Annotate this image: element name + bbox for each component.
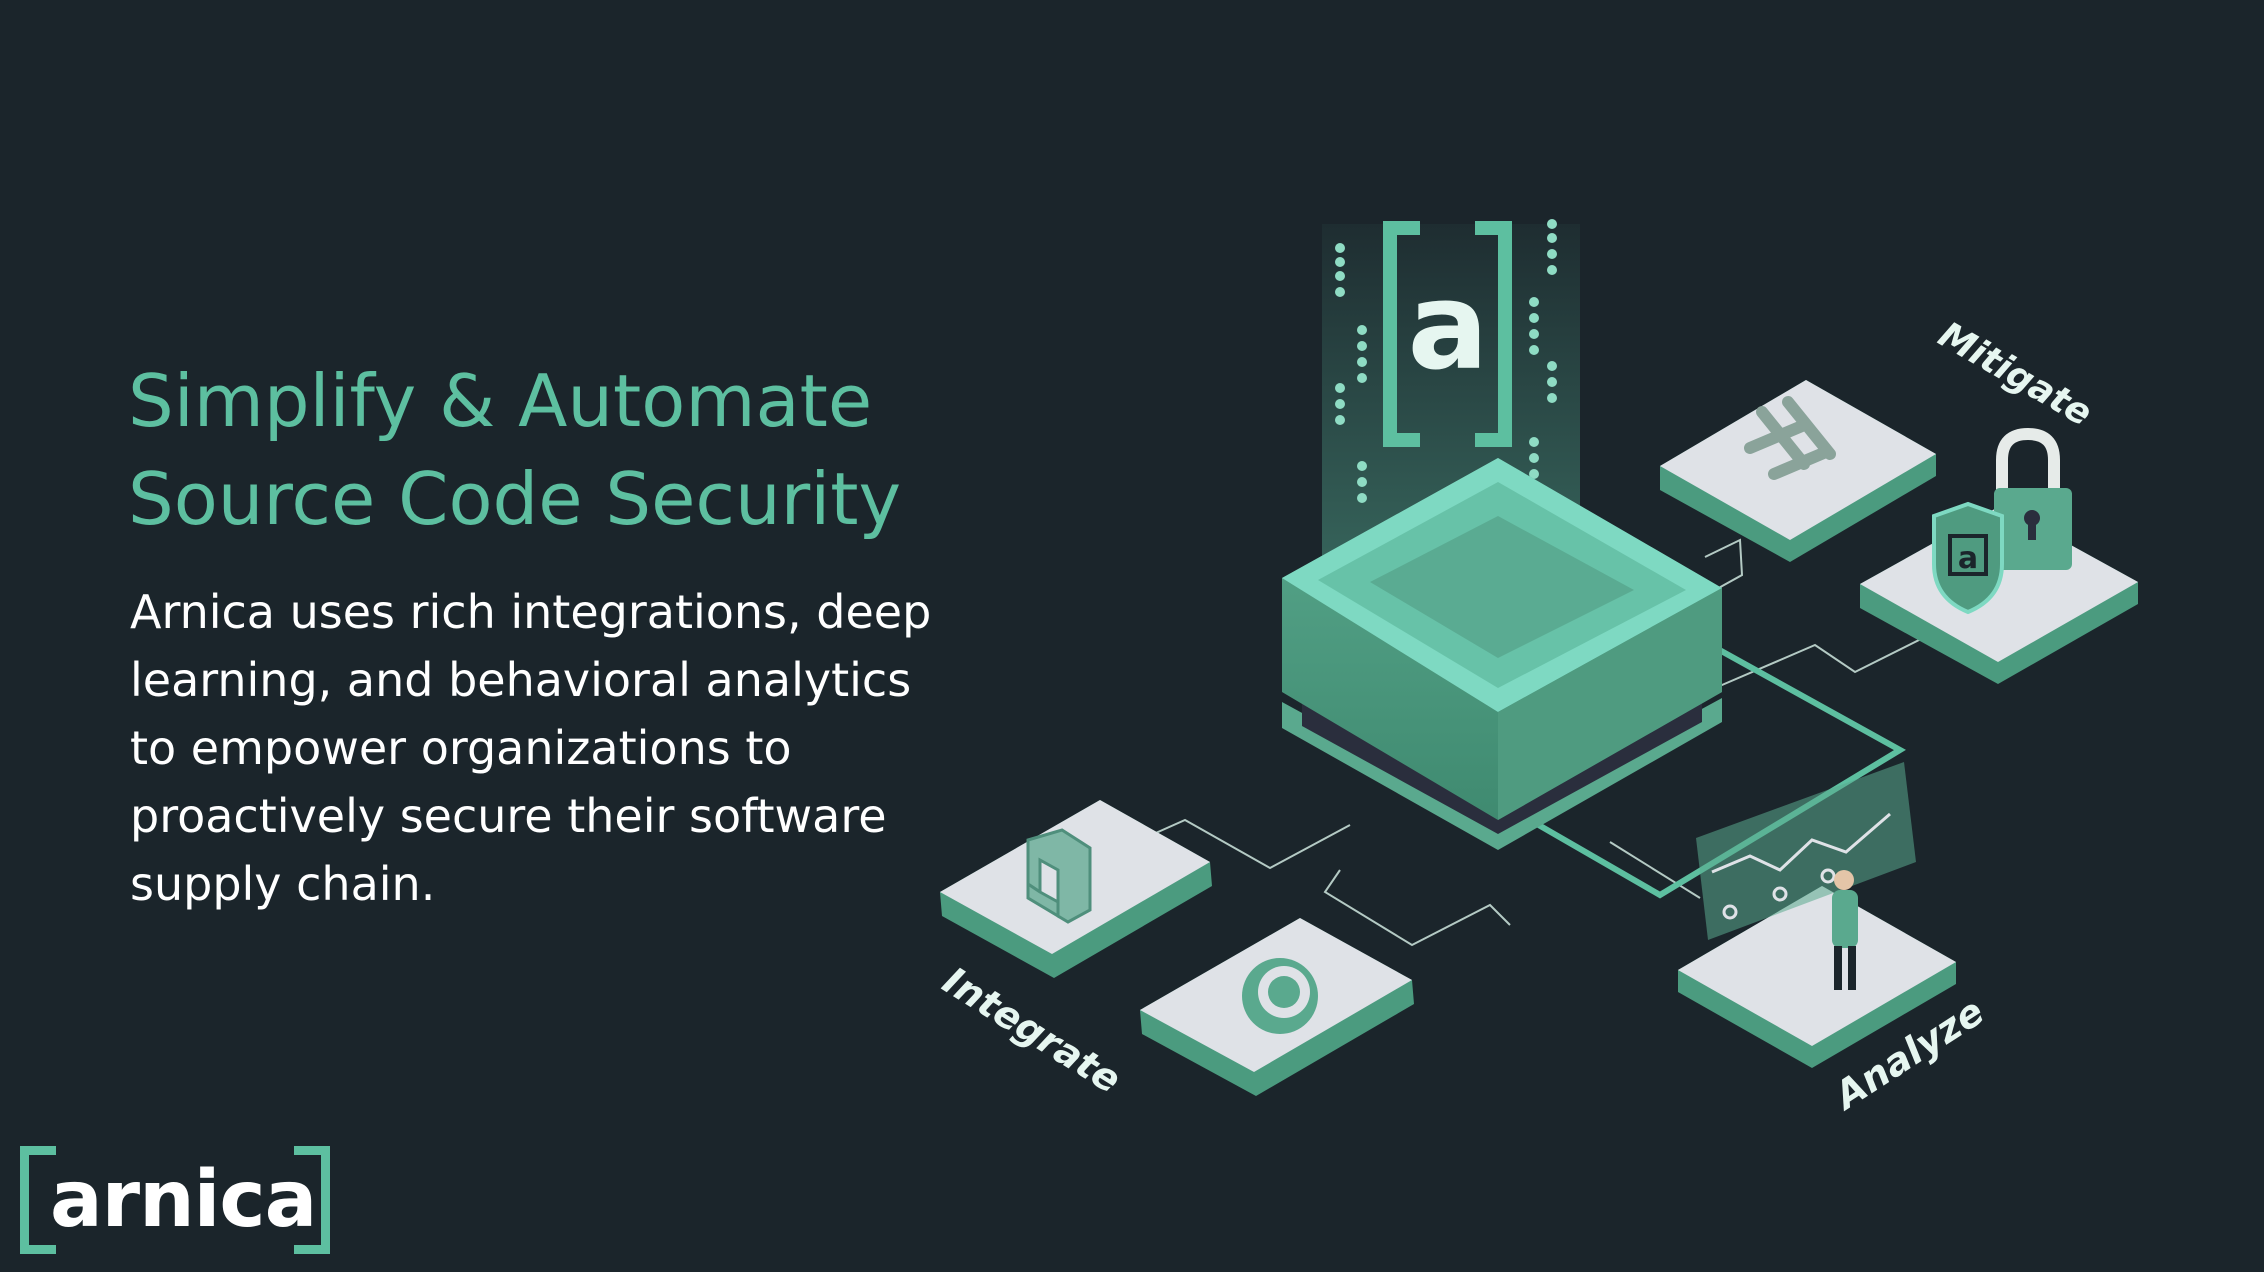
azure-devops-icon [1026,828,1092,924]
person-figure [1832,870,1858,990]
lock-tile: a [1860,427,2138,684]
slack-icon [1744,396,1836,480]
arnica-logo: arnica [20,1146,330,1260]
label-integrate: Integrate [935,958,1128,1102]
github-icon [1242,958,1318,1034]
slack-tile [1660,380,1936,562]
analytics-screen-icon [1696,762,1916,940]
description: Arnica uses rich integrations, deep lear… [130,578,950,918]
description-line: proactively secure their software [130,789,887,843]
arnica-hub-icon: a [1383,221,1512,447]
github-tile [1140,918,1414,1096]
platform-illustration: a [900,180,2160,1140]
logo-right-bracket [294,1146,330,1254]
azure-devops-tile [940,800,1212,978]
hub-box [1282,458,1722,850]
platform-illustration-svg: a [935,219,2138,1119]
headline-line-2: Source Code Security [128,457,902,541]
description-line: learning, and behavioral analytics [130,653,912,707]
label-mitigate: Mitigate [1932,314,2099,434]
lock-icon [1994,427,2072,570]
description-line: Arnica uses rich integrations, deep [130,585,932,639]
hub-logo-letter: a [1408,258,1489,397]
connector-lines [1139,538,1936,947]
beam-dots [1335,219,1557,503]
description-line: to empower organizations to [130,721,792,775]
description-line: supply chain. [130,857,436,911]
analyze-tile [1678,762,1956,1068]
headline-line-1: Simplify & Automate [128,359,873,443]
logo-text: arnica [50,1155,317,1245]
logo-left-bracket [20,1146,56,1254]
headline: Simplify & Automate Source Code Security [128,352,901,548]
shield-icon: a [1932,501,2004,615]
shield-letter: a [1958,541,1978,576]
